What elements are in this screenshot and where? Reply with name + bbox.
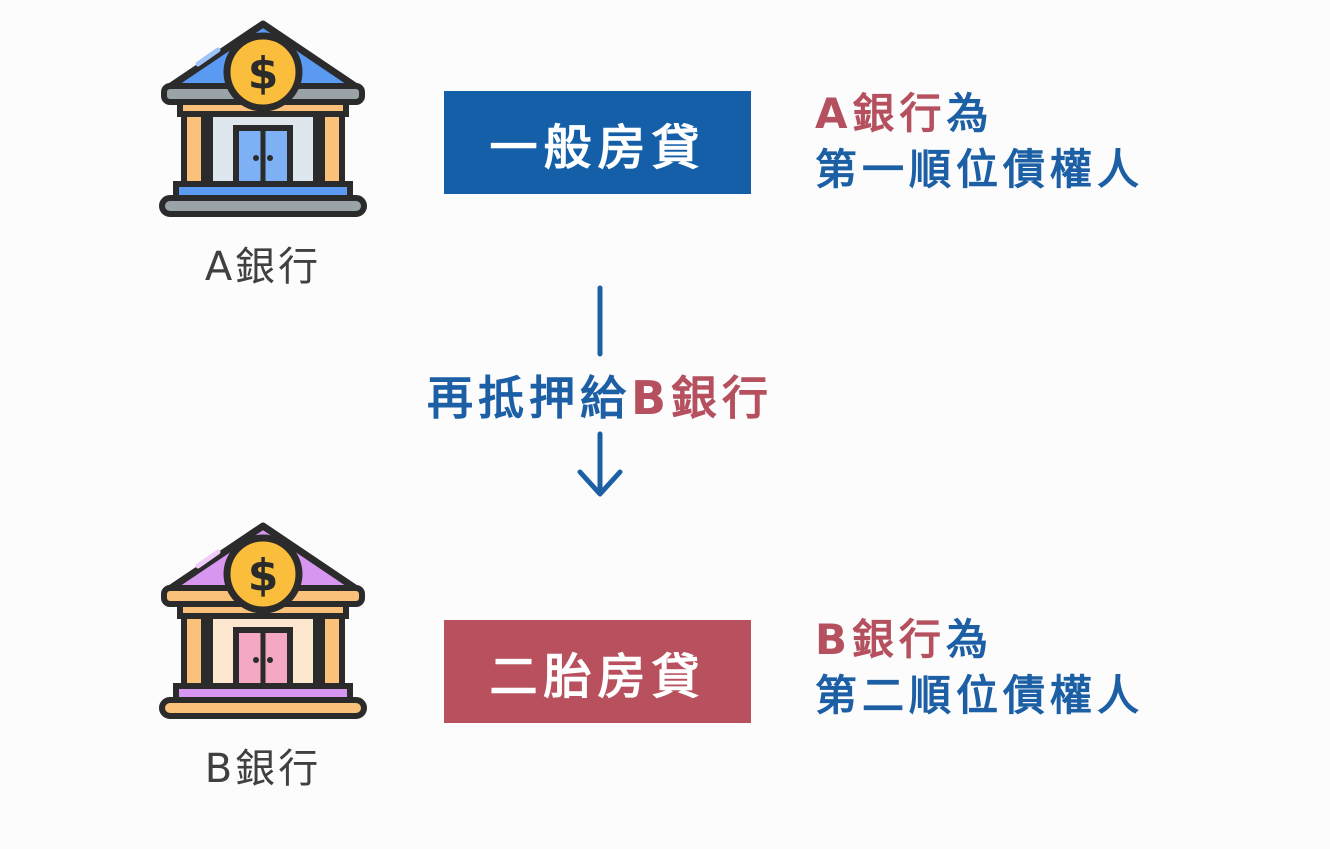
creditor-a-line1: A銀行為 <box>815 86 1144 142</box>
svg-text:$: $ <box>248 48 279 99</box>
creditor-b-line1: B銀行為 <box>815 612 1144 668</box>
loan-type-b-box: 二胎房貸 <box>444 620 751 723</box>
creditor-b-bank: B銀行 <box>815 615 947 664</box>
flow-prefix: 再抵押給 <box>426 371 631 425</box>
bank-b-label: B銀行 <box>204 746 322 792</box>
creditor-a-suffix: 為 <box>946 89 994 138</box>
loan-type-a-box: 一般房貸 <box>444 91 751 194</box>
bank-b-icon: $ <box>159 522 367 719</box>
svg-text:$: $ <box>248 550 279 601</box>
arrow-down-icon <box>577 431 623 497</box>
remortgage-flow-text: 再抵押給B銀行 <box>380 362 820 428</box>
creditor-a-rank: 第一順位債權人 <box>815 145 1145 194</box>
bank-a-icon: $ <box>159 20 367 217</box>
creditor-b-suffix: 為 <box>946 615 994 664</box>
creditor-b-description: B銀行為 第二順位債權人 <box>815 612 1144 724</box>
creditor-a-description: A銀行為 第一順位債權人 <box>815 86 1144 198</box>
loan-type-a-label: 一般房貸 <box>489 119 706 176</box>
bank-a-label: A銀行 <box>204 244 322 290</box>
flow-bank: B銀行 <box>630 371 774 425</box>
loan-type-b-label: 二胎房貸 <box>489 648 706 705</box>
creditor-a-bank: A銀行 <box>815 89 947 138</box>
flow-connector <box>577 285 623 497</box>
creditor-b-rank: 第二順位債權人 <box>815 671 1145 720</box>
